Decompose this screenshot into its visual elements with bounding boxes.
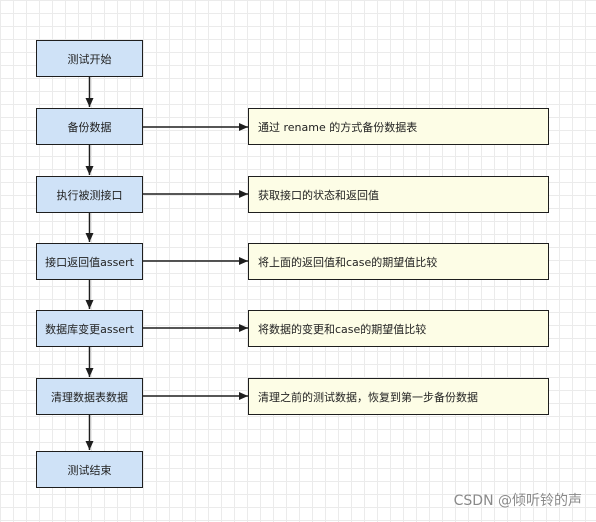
step-test-end: 测试结束 [36, 451, 143, 488]
watermark: CSDN @倾听铃的声 [453, 493, 582, 509]
note-backup: 通过 rename 的方式备份数据表 [248, 108, 549, 145]
step-db-assert: 数据库变更assert [36, 310, 143, 347]
step-response-assert: 接口返回值assert [36, 243, 143, 280]
step-run-interface: 执行被测接口 [36, 176, 143, 213]
step-backup-data: 备份数据 [36, 108, 143, 145]
note-interface: 获取接口的状态和返回值 [248, 176, 549, 213]
step-test-start: 测试开始 [36, 40, 143, 77]
note-db-compare: 将数据的变更和case的期望值比较 [248, 310, 549, 347]
note-cleanup: 清理之前的测试数据，恢复到第一步备份数据 [248, 378, 549, 415]
note-response-compare: 将上面的返回值和case的期望值比较 [248, 243, 549, 280]
step-clean-tables: 清理数据表数据 [36, 378, 143, 415]
